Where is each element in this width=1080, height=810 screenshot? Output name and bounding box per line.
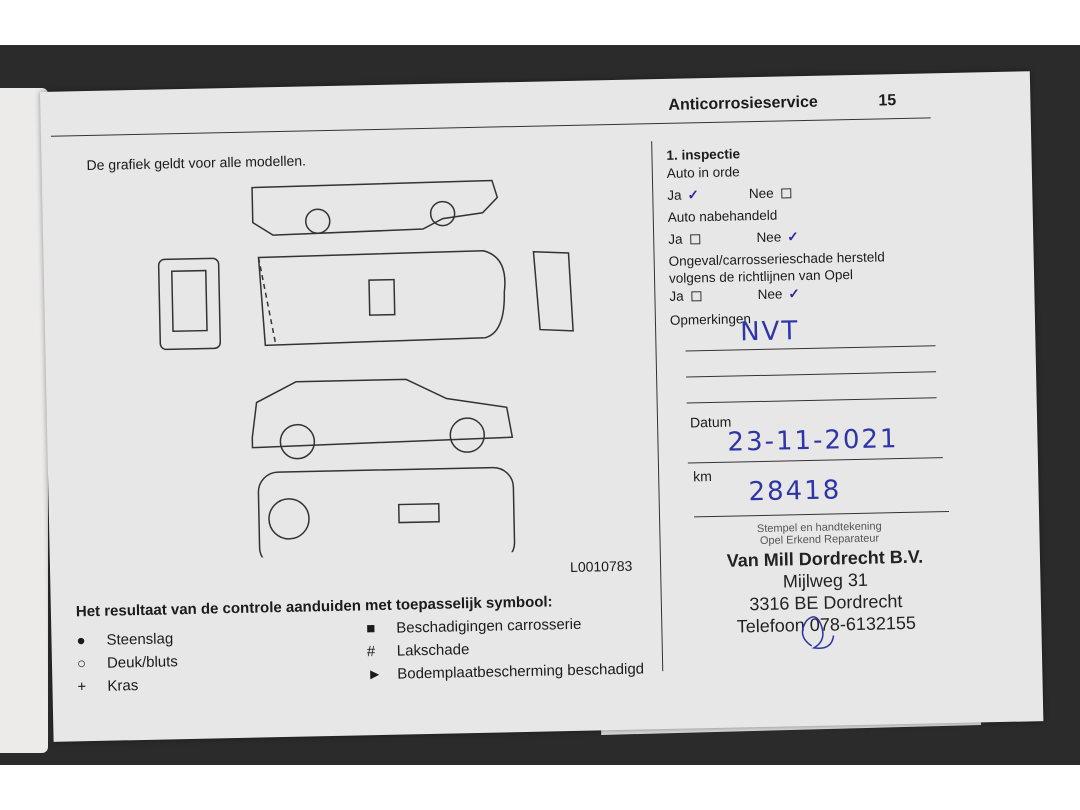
legend-col-2: ■Beschadigingen carrosserie #Lakschade ►… [366,611,644,686]
remarks-label: Opmerkingen [669,311,752,328]
legend-item: ○Deuk/bluts [76,653,179,673]
car-underside-view [257,466,516,560]
km-label: km [693,468,713,485]
q2-yes-checkbox[interactable] [690,234,701,245]
signature [801,616,835,650]
legend-item: ●Steenslag [76,630,174,650]
legend-col-1: ●Steenslag ○Deuk/bluts +Kras [76,627,178,698]
inspection-form: 1. inspectie Auto in orde Ja✓Nee Auto na… [666,138,1000,332]
date-value[interactable]: 23-11-2021 [727,424,899,458]
remarks-line [686,371,937,378]
car-side-view [251,378,514,460]
car-front-view [532,250,574,332]
car-side-top-view [251,179,499,236]
remarks-line [686,397,937,404]
remarks-line [685,345,936,352]
legend-item: +Kras [77,677,139,696]
booklet-page: Anticorrosieservice 15 De grafiek geldt … [40,71,1044,742]
car-diagram [157,179,574,560]
km-value[interactable]: 28418 [748,475,842,508]
header-rule [50,117,931,137]
figure-code: L0010783 [569,557,633,576]
remarks-value[interactable]: NVT [739,316,800,348]
q3-yes-checkbox[interactable] [691,291,702,302]
intro-text: De grafiek geldt voor alle modellen. [86,152,307,174]
q1-yes-checkbox[interactable]: ✓ [687,187,700,203]
date-label: Datum [689,413,732,431]
km-line [694,511,949,518]
q3-no-checkbox[interactable]: ✓ [788,286,800,302]
column-divider [651,141,664,672]
q2-no-checkbox[interactable]: ✓ [787,229,799,245]
legend-item: ►Bodemplaatbescherming beschadigd [367,660,645,684]
car-rear-view [157,257,222,351]
car-top-view [257,249,506,347]
section-title: Anticorrosieservice [668,93,818,114]
q1-no-checkbox[interactable] [781,188,792,199]
date-line [687,457,943,464]
page-number: 15 [878,92,897,110]
left-page-edge [0,88,48,753]
